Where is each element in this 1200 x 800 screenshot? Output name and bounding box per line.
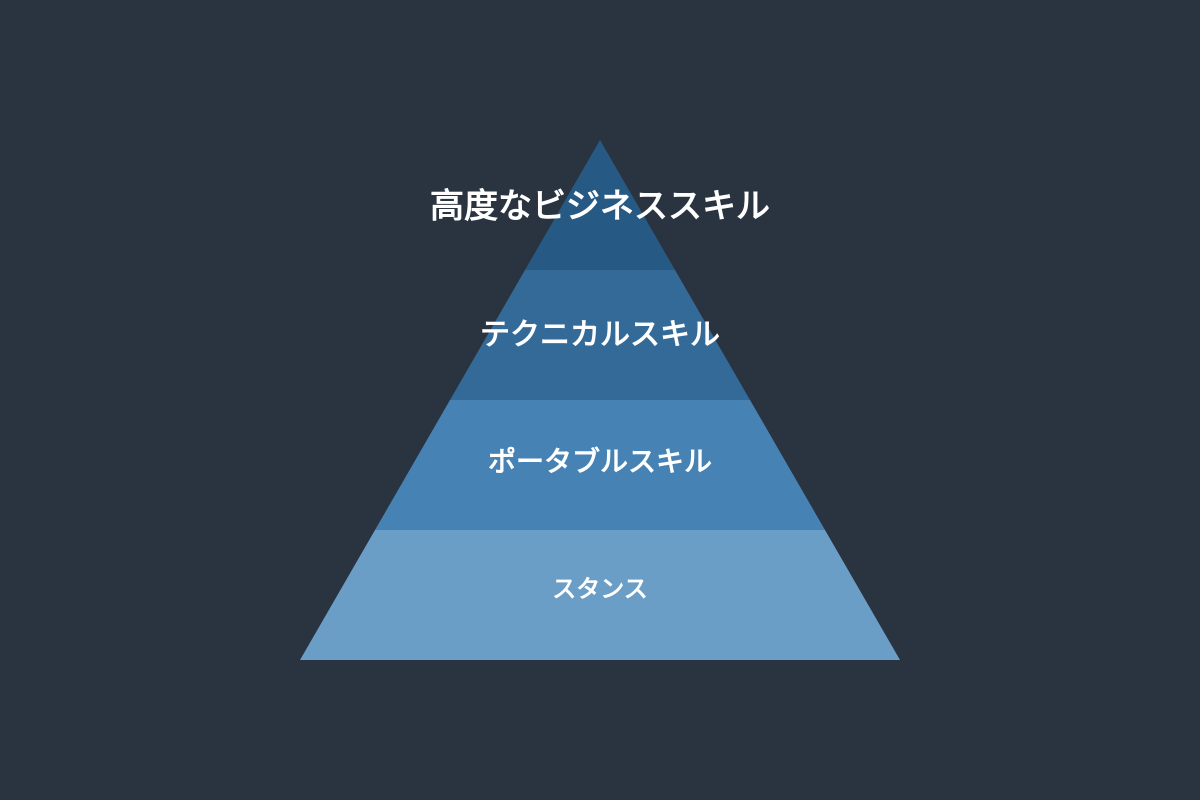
pyramid-tier-bottom (300, 530, 900, 660)
tier-label-second: テクニカルスキル (480, 318, 720, 353)
pyramid-labels: 高度なビジネススキル テクニカルスキル ポータブルスキル スタンス (430, 187, 770, 604)
tier-label-third: ポータブルスキル (488, 445, 712, 478)
tier-label-bottom: スタンス (552, 575, 648, 603)
pyramid (300, 140, 900, 660)
tier-label-top: 高度なビジネススキル (430, 187, 770, 227)
pyramid-tier-second (450, 270, 750, 400)
pyramid-tier-top (525, 140, 675, 270)
pyramid-tier-third (375, 400, 825, 530)
